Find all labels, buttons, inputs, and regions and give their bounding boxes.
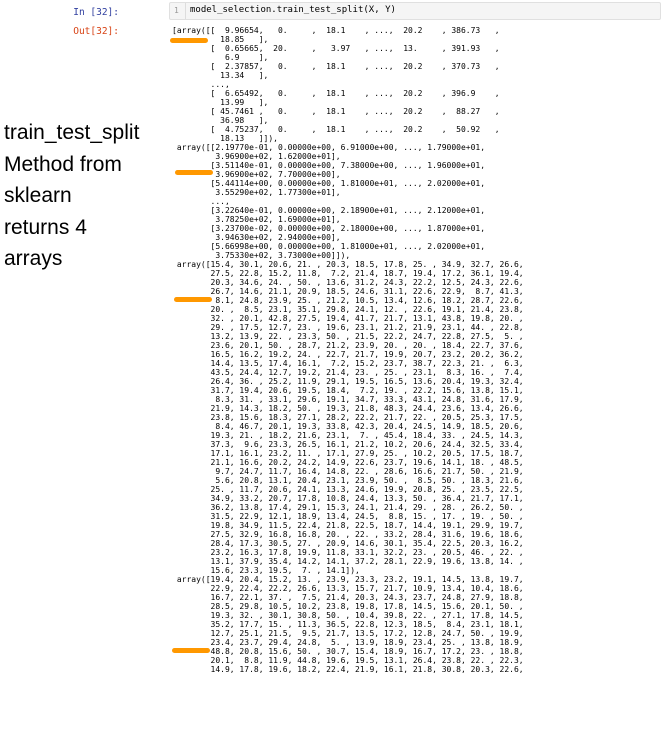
output-line: 19.8, 34.9, 11.5, 22.4, 21.8, 22.5, 18.7… bbox=[172, 521, 524, 530]
output-line: [ 45.7461 , 0. , 18.1 , ..., 20.2 , 88.2… bbox=[172, 107, 500, 116]
output-line: 43.5, 24.4, 12.7, 19.2, 21.4, 23. , 25. … bbox=[172, 368, 524, 377]
output-line: 37.3, 9.6, 23.3, 26.5, 16.1, 21.2, 10.2,… bbox=[172, 440, 524, 449]
output-line: 27.5, 32.9, 16.8, 16.8, 20. , 22. , 33.2… bbox=[172, 530, 524, 539]
output-line: 3.78250e+02, 1.69000e+01], bbox=[172, 215, 341, 224]
output-line: 36.98 ], bbox=[172, 116, 269, 125]
output-line: [3.22640e-01, 0.00000e+00, 2.18900e+01, … bbox=[172, 206, 486, 215]
output-line: 14.4, 13.5, 17.4, 16.1, 7.2, 15.2, 23.7,… bbox=[172, 359, 524, 368]
output-line: 18.85 ], bbox=[172, 35, 269, 44]
output-line: 36.2, 13.8, 17.4, 29.1, 15.3, 24.1, 21.4… bbox=[172, 503, 524, 512]
output-line: 23.6, 20.1, 50. , 28.7, 21.2, 23.9, 20. … bbox=[172, 341, 524, 350]
output-line: 23.4, 23.7, 29.4, 24.8, 5. , 13.9, 18.9,… bbox=[172, 638, 524, 647]
output-line: 27.5, 22.8, 15.2, 11.8, 7.2, 21.4, 18.7,… bbox=[172, 269, 524, 278]
output-line: [3.23700e-02, 0.00000e+00, 2.18000e+00, … bbox=[172, 224, 486, 233]
output-line: array([15.4, 30.1, 20.6, 21. , 20.3, 18.… bbox=[172, 260, 524, 269]
output-line: 16.7, 22.1, 37. , 7.5, 21.4, 20.3, 24.3,… bbox=[172, 593, 524, 602]
cell-output: [array([[ 9.96654, 0. , 18.1 , ..., 20.2… bbox=[172, 26, 524, 674]
output-line: 13.1, 37.9, 35.4, 14.2, 14.1, 37.2, 28.1… bbox=[172, 557, 524, 566]
line-number: 1 bbox=[174, 6, 179, 15]
output-line: 8.1, 24.8, 23.9, 25. , 21.2, 10.5, 13.4,… bbox=[172, 296, 524, 305]
output-line: [3.51140e-01, 0.00000e+00, 7.38000e+00, … bbox=[172, 161, 486, 170]
input-prompt: In [32]: bbox=[73, 7, 119, 18]
output-line: 13.99 ], bbox=[172, 98, 269, 107]
output-line: [5.66998e+00, 0.00000e+00, 1.81000e+01, … bbox=[172, 242, 486, 251]
output-line: ..., bbox=[172, 80, 230, 89]
output-line: 35.2, 17.7, 15. , 11.3, 36.5, 22.8, 12.3… bbox=[172, 620, 524, 629]
output-prompt: Out[32]: bbox=[73, 26, 119, 37]
highlight-underline-array-1 bbox=[170, 38, 208, 43]
line-gutter bbox=[185, 3, 186, 19]
output-line: 12.7, 25.1, 21.5, 9.5, 21.7, 13.5, 17.2,… bbox=[172, 629, 524, 638]
output-line: 20.3, 34.6, 24. , 50. , 13.6, 31.2, 24.3… bbox=[172, 278, 524, 287]
code-text[interactable]: model_selection.train_test_split(X, Y) bbox=[190, 5, 396, 15]
highlight-underline-array-4 bbox=[172, 648, 210, 653]
output-line: 28.5, 29.8, 10.5, 10.2, 23.8, 19.8, 17.8… bbox=[172, 602, 524, 611]
output-line: 31.5, 22.9, 12.1, 18.9, 13.4, 24.5, 8.8,… bbox=[172, 512, 524, 521]
output-line: 18.13 ]]), bbox=[172, 134, 278, 143]
output-line: 25. , 11.7, 20.6, 24.1, 13.3, 24.6, 19.9… bbox=[172, 485, 524, 494]
output-line: array([[2.19770e-01, 0.00000e+00, 6.9100… bbox=[172, 143, 486, 152]
output-line: 29. , 17.5, 12.7, 23. , 19.6, 23.1, 21.2… bbox=[172, 323, 524, 332]
output-line: 22.9, 22.4, 22.2, 26.6, 13.3, 15.7, 21.7… bbox=[172, 584, 524, 593]
output-line: 19.3, 21. , 18.2, 21.6, 23.1, 7. , 45.4,… bbox=[172, 431, 524, 440]
output-line: array([19.4, 20.4, 15.2, 13. , 23.9, 23.… bbox=[172, 575, 524, 584]
output-line: 8.3, 31. , 33.1, 29.6, 19.1, 34.7, 33.3,… bbox=[172, 395, 524, 404]
output-line: 5.6, 20.8, 13.1, 20.4, 23.1, 23.9, 50. ,… bbox=[172, 476, 524, 485]
output-line: 3.96900e+02, 1.62000e+01], bbox=[172, 152, 341, 161]
output-line: 26.4, 36. , 25.2, 11.9, 29.1, 19.5, 16.5… bbox=[172, 377, 524, 386]
output-line: 23.8, 15.6, 18.3, 27.1, 28.2, 22.2, 21.7… bbox=[172, 413, 524, 422]
highlight-underline-array-2 bbox=[175, 170, 213, 175]
output-line: 48.8, 20.8, 15.6, 50. , 30.7, 15.4, 18.9… bbox=[172, 647, 524, 656]
output-line: 13.34 ], bbox=[172, 71, 269, 80]
output-line: 21.9, 14.3, 18.2, 50. , 19.3, 21.8, 48.3… bbox=[172, 404, 524, 413]
output-line: 20. , 8.5, 23.1, 35.1, 29.8, 24.1, 12. ,… bbox=[172, 305, 524, 314]
output-line: 16.5, 16.2, 19.2, 24. , 22.7, 21.7, 19.9… bbox=[172, 350, 524, 359]
output-line: 13.2, 13.9, 22. , 23.3, 50. , 21.5, 22.2… bbox=[172, 332, 524, 341]
annotation-text: train_test_split Method from sklearn ret… bbox=[4, 121, 140, 270]
output-line: [ 2.37857, 0. , 18.1 , ..., 20.2 , 370.7… bbox=[172, 62, 500, 71]
output-line: 20.1, 8.8, 11.9, 44.8, 19.6, 19.5, 13.1,… bbox=[172, 656, 524, 665]
output-line: 3.75330e+02, 3.73000e+00]]), bbox=[172, 251, 351, 260]
output-line: 8.4, 46.7, 20.1, 19.3, 33.8, 42.3, 20.4,… bbox=[172, 422, 524, 431]
output-line: 14.9, 17.8, 19.6, 18.2, 22.4, 21.9, 16.1… bbox=[172, 665, 524, 674]
output-line: 32. , 20.1, 42.8, 27.5, 19.4, 41.7, 21.7… bbox=[172, 314, 524, 323]
output-line: [array([[ 9.96654, 0. , 18.1 , ..., 20.2… bbox=[172, 26, 500, 35]
output-line: [ 4.75237, 0. , 18.1 , ..., 20.2 , 50.92… bbox=[172, 125, 500, 134]
output-line: ..., bbox=[172, 197, 230, 206]
output-line: 19.3, 32. , 30.1, 30.8, 50. , 10.4, 39.8… bbox=[172, 611, 524, 620]
output-line: [ 6.65492, 0. , 18.1 , ..., 20.2 , 396.9… bbox=[172, 89, 500, 98]
output-line: 26.7, 14.6, 21.1, 20.9, 18.5, 24.6, 31.1… bbox=[172, 287, 524, 296]
output-line: 21.1, 16.6, 20.2, 24.2, 14.9, 22.6, 23.7… bbox=[172, 458, 524, 467]
output-line: 3.96900e+02, 7.70000e+00], bbox=[172, 170, 341, 179]
output-line: 9.7, 24.7, 11.7, 16.4, 14.8, 22. , 28.6,… bbox=[172, 467, 524, 476]
output-line: 31.7, 19.4, 20.6, 19.5, 18.4, 7.2, 19. ,… bbox=[172, 386, 524, 395]
output-line: 3.94630e+02, 2.94000e+00], bbox=[172, 233, 341, 242]
output-line: 6.9 ], bbox=[172, 53, 269, 62]
highlight-underline-array-3 bbox=[174, 297, 212, 302]
output-line: 17.1, 16.1, 23.2, 11. , 17.1, 27.9, 25. … bbox=[172, 449, 524, 458]
output-line: [5.44114e+00, 0.00000e+00, 1.81000e+01, … bbox=[172, 179, 486, 188]
output-line: 34.9, 33.2, 20.7, 17.8, 10.8, 24.4, 13.3… bbox=[172, 494, 524, 503]
output-line: 28.4, 17.3, 30.5, 27. , 20.9, 14.6, 30.1… bbox=[172, 539, 524, 548]
output-line: 3.55290e+02, 1.77300e+01], bbox=[172, 188, 341, 197]
code-cell-input[interactable]: 1 model_selection.train_test_split(X, Y) bbox=[169, 2, 661, 20]
output-line: 15.6, 23.3, 19.5, 7. , 14.1]), bbox=[172, 566, 360, 575]
output-line: 23.2, 16.3, 17.8, 19.9, 11.8, 33.1, 32.2… bbox=[172, 548, 524, 557]
output-line: [ 0.65665, 20. , 3.97 , ..., 13. , 391.9… bbox=[172, 44, 500, 53]
